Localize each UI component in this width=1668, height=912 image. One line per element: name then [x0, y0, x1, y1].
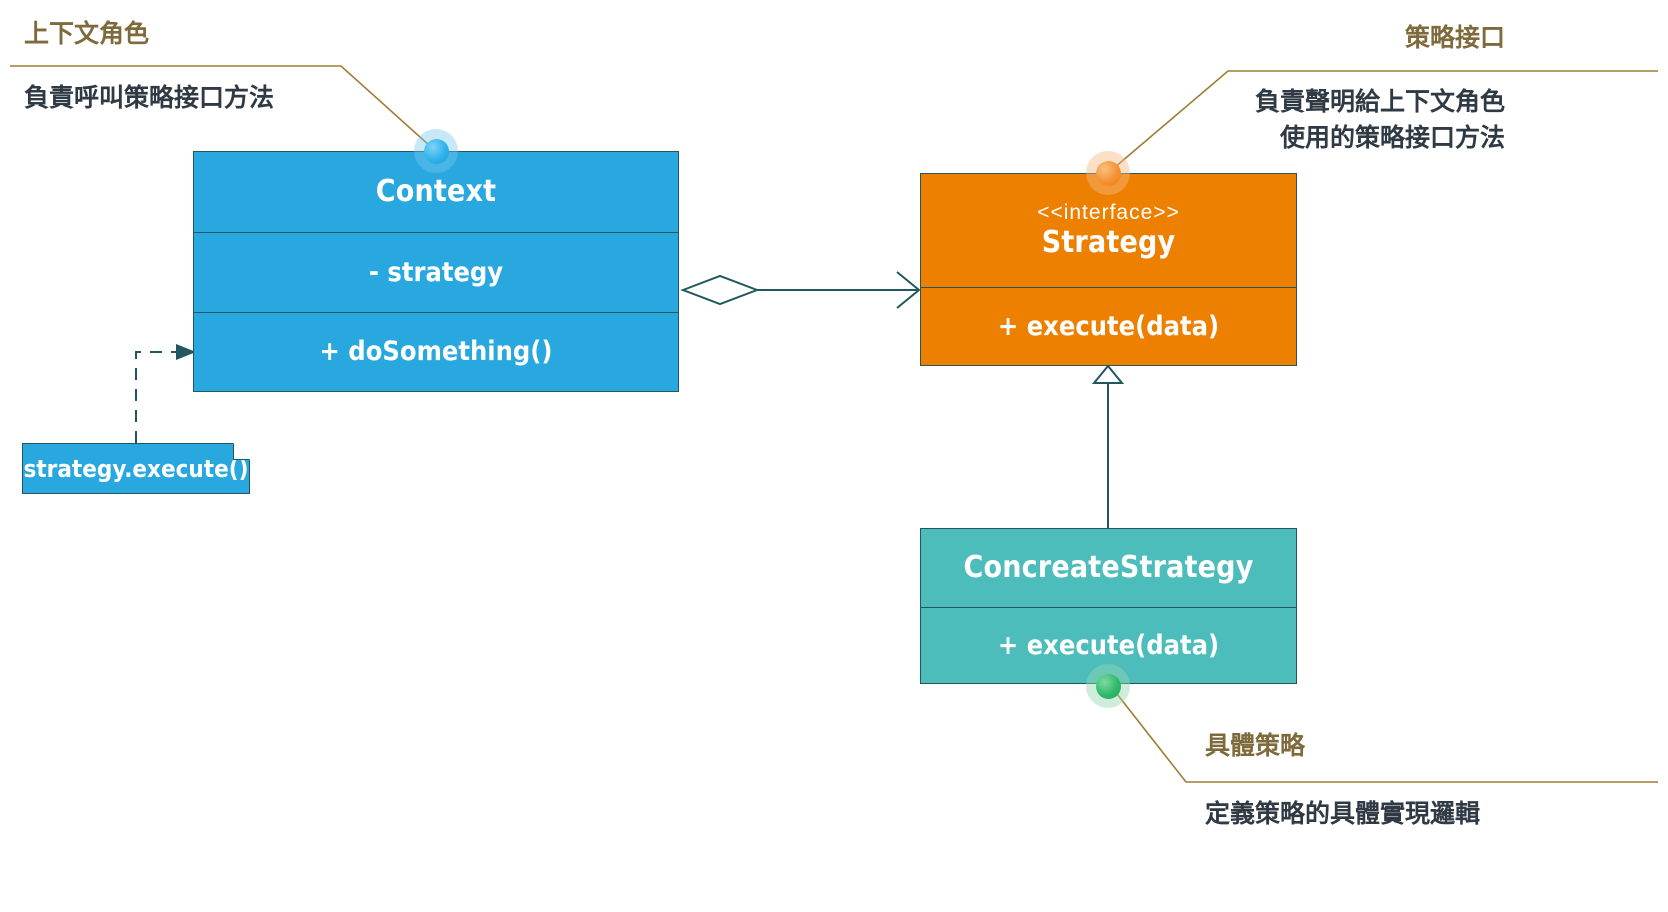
- callout-strategy: 策略接口 負責聲明給上下文角色 使用的策略接口方法: [1255, 18, 1505, 157]
- class-name-strategy: Strategy: [1041, 224, 1176, 260]
- anchor-dot-concreatestrategy-icon: [1086, 664, 1130, 708]
- class-name-concreatestrategy: ConcreateStrategy: [963, 549, 1254, 585]
- callout-concreatestrategy-body-line-1: 定義策略的具體實現邏輯: [1205, 800, 1481, 828]
- anchor-dot-strategy-icon: [1086, 151, 1130, 195]
- callout-strategy-body-line-1: 負責聲明給上下文角色: [1254, 88, 1505, 116]
- class-stereotype-interface: <<interface>>: [1037, 200, 1180, 224]
- anchor-dot-context-icon: [414, 129, 458, 173]
- class-operation-strategy-execute: + execute(data): [921, 287, 1296, 365]
- class-box-strategy[interactable]: <<interface>> Strategy + execute(data): [920, 173, 1297, 366]
- callout-strategy-body-line-2: 使用的策略接口方法: [1279, 124, 1505, 153]
- class-name-context: Context: [375, 173, 497, 209]
- callout-concreatestrategy-title: 具體策略: [1205, 732, 1306, 760]
- anchor-dot-strategy-core: [1095, 160, 1121, 186]
- relation-generalization: [1091, 364, 1125, 528]
- anchor-dot-concreatestrategy-core: [1095, 673, 1121, 699]
- class-box-context[interactable]: Context - strategy + doSomething(): [193, 151, 679, 392]
- callout-context-title: 上下文角色: [24, 20, 150, 48]
- callout-context: 上下文角色 負責呼叫策略接口方法: [24, 14, 274, 116]
- class-operation-concreatestrategy-execute: + execute(data): [921, 607, 1296, 683]
- anchor-dot-context-core: [423, 138, 449, 164]
- note-folded-corner-icon: [233, 443, 250, 460]
- class-operation-context-dosomething: + doSomething(): [194, 312, 678, 391]
- note-strategy-execute[interactable]: strategy.execute(): [22, 443, 250, 494]
- callout-context-body-line-1: 負責呼叫策略接口方法: [24, 84, 275, 112]
- relation-note-link: [135, 344, 196, 443]
- class-header-strategy: <<interface>> Strategy: [921, 174, 1296, 287]
- relation-aggregation: [680, 271, 921, 309]
- callout-concreatestrategy: 具體策略 定義策略的具體實現邏輯: [1205, 726, 1480, 832]
- callout-strategy-title: 策略接口: [1404, 24, 1505, 52]
- class-attribute-context-strategy: - strategy: [194, 232, 678, 312]
- class-box-concreatestrategy[interactable]: ConcreateStrategy + execute(data): [920, 528, 1297, 684]
